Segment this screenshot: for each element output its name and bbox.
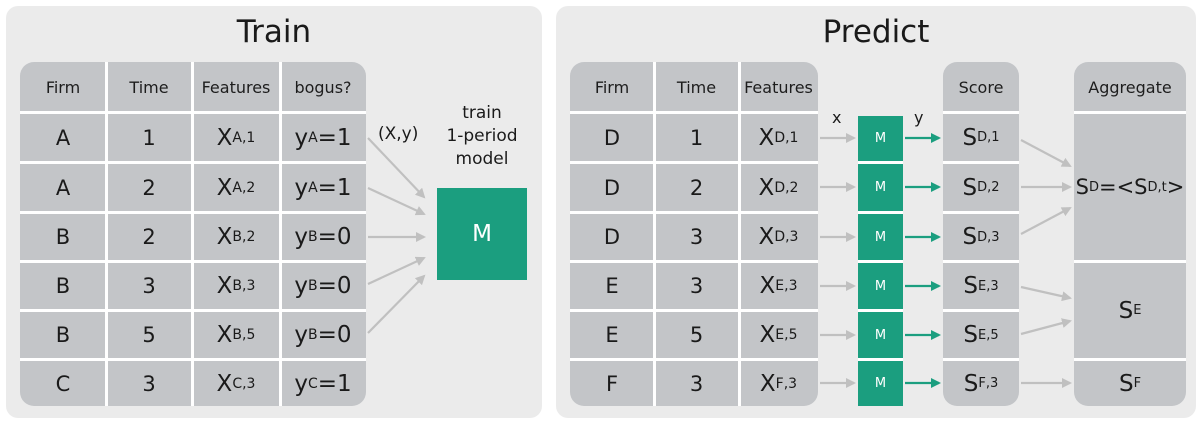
train-arrow: [367, 274, 426, 334]
model-caption: train 1-period model: [446, 103, 518, 169]
train-title: Train: [236, 14, 312, 50]
predict-time-cell: 3: [689, 274, 704, 298]
xy-label: (X,y): [378, 124, 419, 144]
predict-firm-cell: E: [605, 274, 619, 298]
train-header-bogus: bogus?: [294, 77, 352, 97]
aggregate-arrow: [1020, 207, 1072, 235]
predict-header-firm: Firm: [594, 77, 630, 97]
x-label: x: [832, 108, 842, 127]
aggregate-column: [1074, 62, 1186, 406]
firm-cell: B: [55, 323, 71, 347]
time-cell: 1: [142, 125, 156, 150]
predict-firm-cell: D: [603, 175, 621, 200]
predict-model-box: M: [874, 229, 887, 245]
time-cell: 2: [142, 175, 156, 200]
train-arrow: [367, 256, 426, 285]
predict-time-cell: 3: [689, 371, 704, 396]
aggregate-arrow: [1020, 139, 1072, 167]
predict-firm-cell: E: [605, 323, 619, 347]
predict-time-cell: 5: [689, 323, 704, 347]
train-model-box: M: [437, 188, 527, 280]
predict-header-features: Features: [744, 77, 813, 97]
firm-cell: A: [55, 175, 71, 200]
predict-header-score: Score: [958, 77, 1004, 97]
predict-time-cell: 2: [689, 175, 704, 200]
aggregate-arrow: [1020, 285, 1072, 302]
predict-firm-cell: D: [603, 225, 621, 249]
time-cell: 5: [142, 323, 156, 347]
predict-model-box: M: [874, 278, 887, 294]
predict-firm-cell: D: [603, 125, 621, 150]
train-arrow: [367, 137, 426, 199]
score-column: [943, 62, 1019, 406]
predict-time-cell: 3: [689, 225, 704, 249]
firm-cell: C: [55, 371, 71, 396]
time-cell: 2: [142, 225, 156, 249]
train-header-features: Features: [201, 77, 271, 97]
firm-cell: A: [55, 125, 71, 150]
predict-model-box: M: [874, 327, 887, 343]
predict-firm-cell: F: [605, 371, 619, 396]
train-header-firm: Firm: [45, 77, 81, 97]
time-cell: 3: [142, 371, 156, 396]
time-cell: 3: [142, 274, 156, 298]
firm-cell: B: [55, 274, 71, 298]
train-header-time: Time: [129, 77, 169, 97]
predict-model-box: M: [874, 376, 887, 391]
aggregate-arrow: [1020, 318, 1072, 336]
predict-header-aggregate: Aggregate: [1088, 77, 1172, 97]
y-label: y: [914, 108, 924, 127]
predict-table: [570, 62, 818, 406]
predict-time-cell: 1: [689, 125, 704, 150]
firm-cell: B: [55, 225, 71, 249]
train-arrow: [367, 187, 426, 216]
predict-header-time: Time: [676, 77, 717, 97]
predict-model-box: M: [874, 131, 887, 146]
predict-title: Predict: [822, 14, 930, 50]
predict-model-box: M: [874, 180, 887, 195]
